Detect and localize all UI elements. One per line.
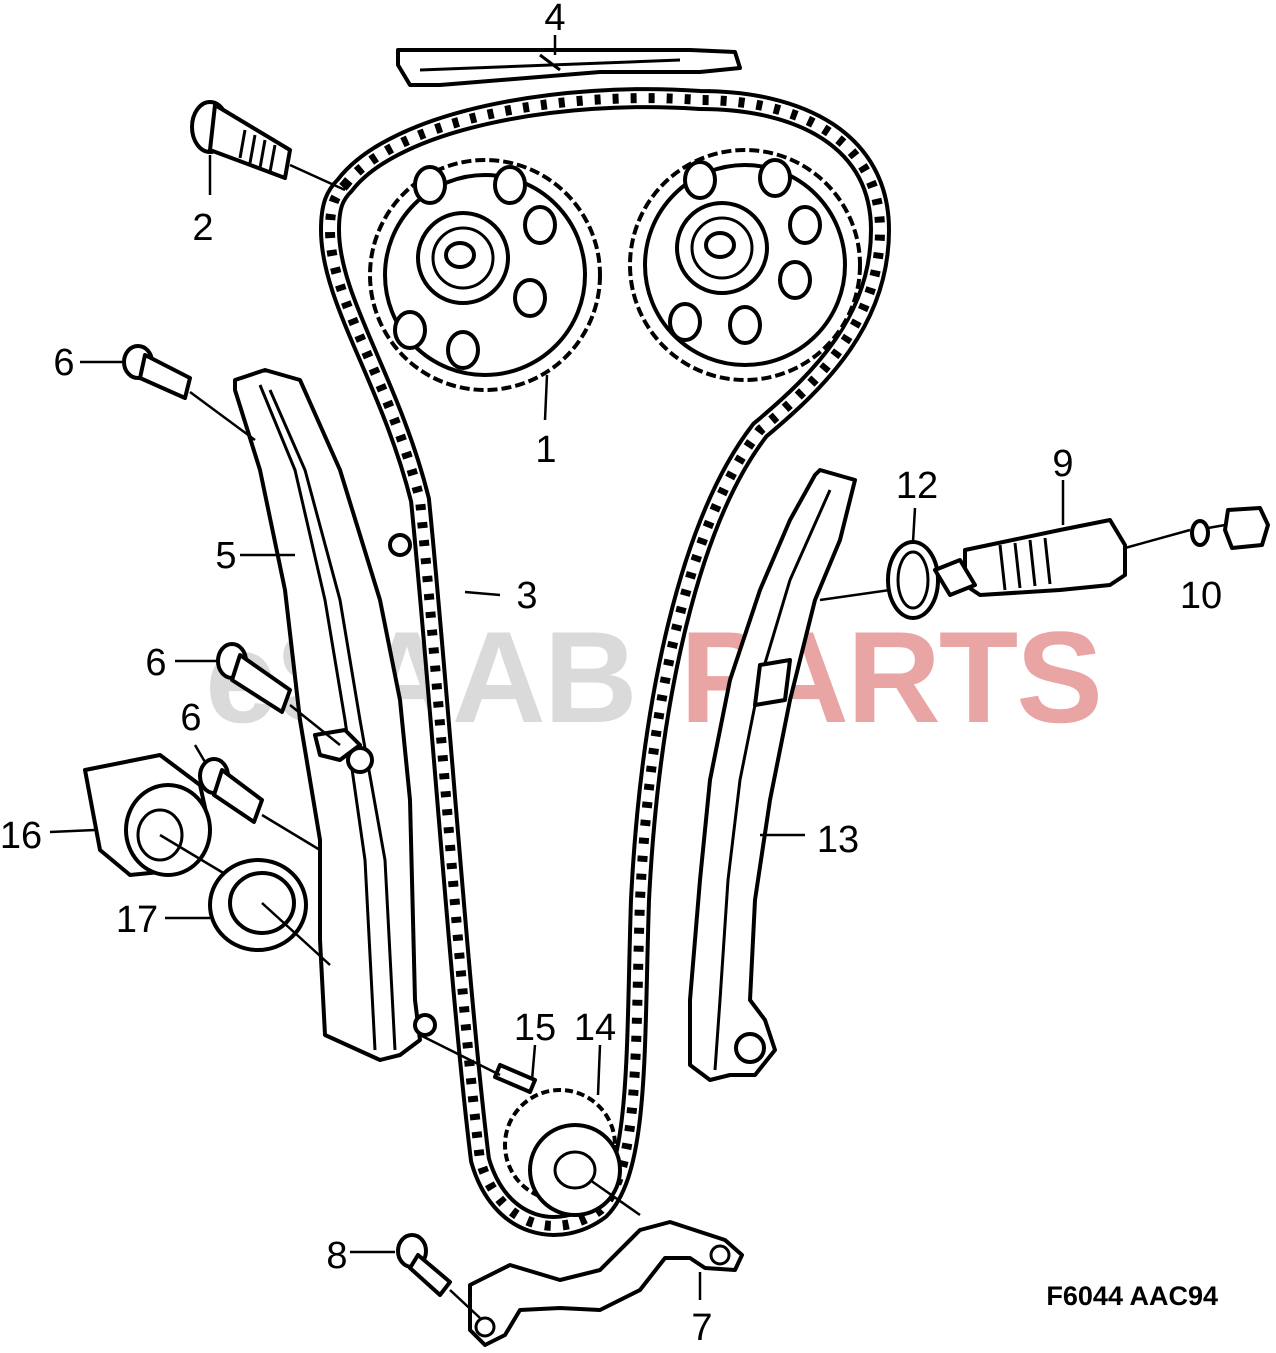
callout-12: 12 bbox=[896, 465, 938, 507]
woodruff-key bbox=[419, 1033, 537, 1094]
callout-8: 8 bbox=[326, 1235, 347, 1277]
callout-14: 14 bbox=[574, 1007, 616, 1049]
crankshaft-sprocket bbox=[503, 1088, 641, 1217]
timing-chain bbox=[319, 87, 891, 1237]
figure-code: F6044 AAC94 bbox=[1046, 1281, 1218, 1311]
callout-6-middle: 6 bbox=[145, 642, 166, 684]
lower-chain-guide bbox=[468, 1220, 744, 1347]
tensioner-rail bbox=[233, 368, 437, 1062]
callout-15: 15 bbox=[514, 1007, 556, 1049]
callout-2: 2 bbox=[192, 207, 213, 249]
callout-17: 17 bbox=[116, 899, 158, 941]
callout-16: 16 bbox=[0, 815, 42, 857]
chain-guide-right bbox=[688, 468, 857, 1082]
crankshaft-seal bbox=[208, 858, 331, 966]
callout-5: 5 bbox=[215, 535, 236, 577]
callout-6-upper: 6 bbox=[53, 342, 74, 384]
callout-6-lower: 6 bbox=[180, 697, 201, 739]
callout-13: 13 bbox=[817, 819, 859, 861]
callout-labels: 4 2 1 3 5 6 6 6 16 17 15 14 13 9 12 10 8… bbox=[0, 0, 1222, 1349]
callout-3: 3 bbox=[516, 575, 537, 617]
guide-bolt-lower bbox=[198, 757, 321, 852]
callout-9: 9 bbox=[1052, 443, 1073, 485]
chain-tensioner bbox=[819, 506, 1270, 620]
callout-1: 1 bbox=[535, 429, 556, 471]
callout-7: 7 bbox=[691, 1307, 712, 1349]
lower-guide-bolt bbox=[396, 1233, 481, 1319]
guide-bolt-middle bbox=[216, 642, 341, 746]
camshaft-sprocket-left bbox=[368, 158, 602, 392]
upper-chain-guide bbox=[396, 48, 742, 87]
guide-bolt-upper bbox=[122, 344, 256, 442]
crankshaft-spacer bbox=[83, 753, 236, 882]
callout-10: 10 bbox=[1180, 575, 1222, 617]
callout-leaders bbox=[49, 35, 1065, 1300]
camshaft-sprocket-right bbox=[628, 148, 862, 382]
callout-4: 4 bbox=[544, 0, 565, 39]
sprocket-bolt bbox=[190, 100, 346, 192]
